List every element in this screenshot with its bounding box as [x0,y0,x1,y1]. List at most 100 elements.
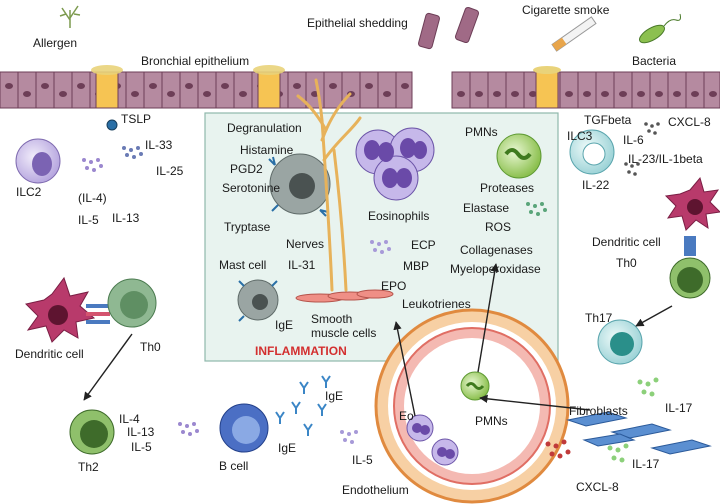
cytokine-dots-ros [526,202,547,216]
label-il13: IL-13 [112,211,140,225]
th0-cell-right [669,236,711,299]
arrows [83,263,673,417]
label-il22: IL-22 [582,178,610,192]
cytokine-dots-il4-b [178,422,199,436]
eosinophils [355,127,435,201]
label-il6: IL-6 [623,133,644,147]
label-degranulation: Degranulation [227,121,302,135]
label-leukotrienes: Leukotrienes [402,297,471,311]
label-th0-left: Th0 [140,340,161,354]
epithelial-nucleus [365,83,373,89]
label-th2: Th2 [78,460,99,474]
label-eosinophils: Eosinophils [368,209,430,223]
label-il5-vessel: IL-5 [352,453,373,467]
tcr-complex-left [86,304,110,324]
mast-cell-upper [268,153,331,217]
label-il17-a: IL-17 [665,401,693,415]
smooth-muscle-cells [295,289,394,303]
epithelial-nucleus [167,91,175,97]
label-histamine: Histamine [240,143,294,157]
label-cxcl8-top: CXCL-8 [668,115,711,129]
label-smooth-muscle: Smooth muscle cells [311,312,377,340]
epithelial-nucleus [329,83,337,89]
label-proteases: Proteases [480,181,535,195]
label-th0-right: Th0 [616,256,637,270]
eosinophil-vessel [406,414,459,466]
epithelial-nucleus [185,83,193,89]
label-epithelial-shedding: Epithelial shedding [307,16,408,30]
label-serotonine: Serotonine [222,181,281,195]
blood-vessel [374,308,570,504]
bronchial-epithelium-right [451,66,720,109]
label-myeloperoxidase: Myeloperoxidase [450,262,541,276]
epithelial-nucleus [655,91,663,97]
pmn-vessel [460,371,490,401]
label-dendritic-right: Dendritic cell [592,235,661,249]
mast-cell-lower [237,279,279,322]
cytokine-dots-il4 [82,158,103,172]
epithelial-nucleus [619,91,627,97]
label-b-cell: B cell [219,459,249,473]
epithelial-nucleus [41,83,49,89]
epithelial-nucleus [149,83,157,89]
epithelial-nucleus [529,91,537,97]
label-il4-b: IL-4 [119,412,140,426]
label-ros: ROS [485,220,512,234]
cytokine-dots-ecp [370,240,391,254]
epithelial-nucleus [383,91,391,97]
epithelial-nucleus [59,91,67,97]
label-ilc2: ILC2 [16,185,42,199]
epithelial-nucleus [203,91,211,97]
epithelial-nucleus [637,91,645,97]
epithelial-nucleus [457,91,465,97]
label-bronchial-epithelium: Bronchial epithelium [141,54,250,68]
label-il17-b: IL-17 [632,457,660,471]
cytokine-dots-il17 [607,377,659,463]
b-cell [219,403,269,453]
cytokine-dots-il23 [624,162,640,176]
label-inflammation: INFLAMMATION [255,344,347,358]
label-ige-1: IgE [325,389,344,403]
dendritic-cell-left [25,276,96,343]
cigarette-icon [551,16,597,52]
label-tgfbeta: TGFbeta [584,113,632,127]
epithelial-nucleus [691,91,699,97]
label-tryptase: Tryptase [224,220,271,234]
label-il5: IL-5 [78,213,99,227]
label-tslp: TSLP [121,112,152,126]
label-ige-2: IgE [278,441,297,455]
cytokine-dots-cxcl8-bottom [545,439,571,459]
cytokine-dots-il33 [122,146,143,159]
label-ecp: ECP [411,238,436,252]
th0-cell-left [107,278,157,328]
allergen-icon [59,5,81,28]
shed-cells [418,6,480,50]
epithelial-nucleus [77,83,85,89]
label-fibroblasts: Fibroblasts [569,404,628,418]
epithelial-nucleus [601,91,609,97]
bronchial-epithelium-left [0,65,413,109]
label-elastase: Elastase [463,201,510,215]
epithelial-nucleus [475,91,483,97]
ige-antibodies [275,375,331,436]
label-dendritic-left: Dendritic cell [15,347,84,361]
label-il5-b: IL-5 [131,440,152,454]
epithelial-nucleus [673,91,681,97]
label-allergen: Allergen [33,36,78,50]
label-il4-paren: (IL-4) [78,191,107,205]
label-collagenases: Collagenases [460,243,533,257]
epithelial-nucleus [709,91,717,97]
epithelial-nucleus [511,91,519,97]
epithelial-nucleus [131,91,139,97]
label-il33: IL-33 [145,138,173,152]
label-pmns-top: PMNs [465,125,498,139]
pmn-cell-box [496,133,542,179]
label-mbp: MBP [403,259,430,273]
epithelial-nucleus [565,91,573,97]
th17-cell [597,319,643,365]
bacteria-icon [639,13,681,44]
cytokine-dots-il5-vessel [340,430,358,444]
cytokine-dots-cxcl8 [644,122,660,135]
fibroblasts [566,411,712,455]
epithelial-nucleus [239,91,247,97]
